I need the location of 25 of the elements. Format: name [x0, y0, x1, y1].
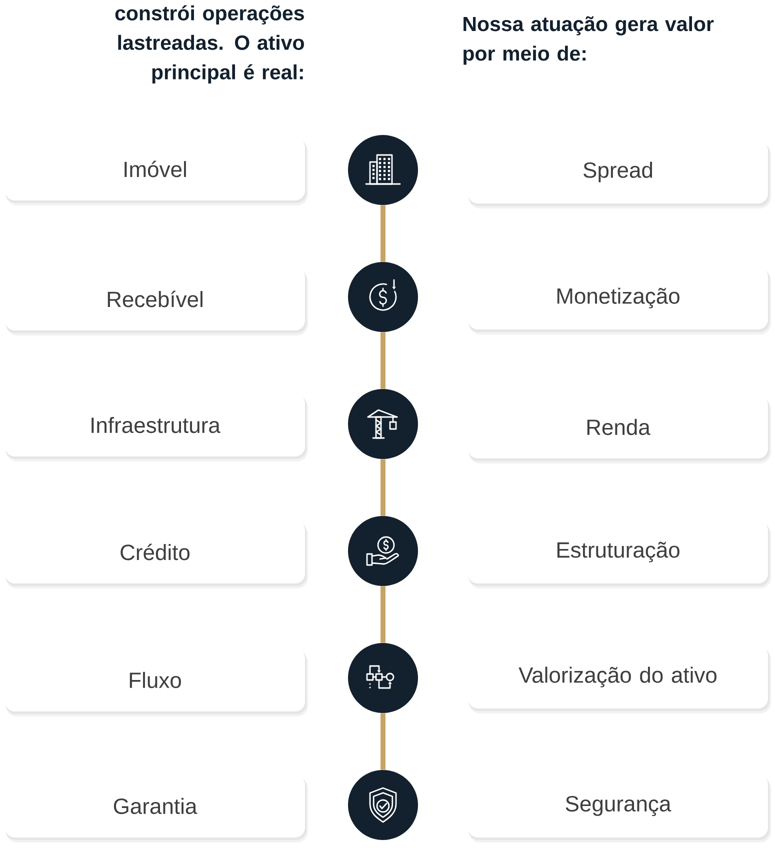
text-card: Imóvel	[5, 138, 308, 206]
icon-circle	[348, 135, 418, 205]
text-card: Valorização do ativo	[468, 646, 771, 714]
icon-circle	[348, 262, 418, 332]
heading: Nossa atuação gera valor por meio de:	[464, 16, 714, 65]
connector-line	[380, 332, 386, 389]
text-card: Segurança	[468, 774, 771, 842]
heading: constrói operações lastreadas. O ativo principal é real:	[115, 5, 304, 84]
text-card: Crédito	[5, 520, 308, 588]
text-card: Renda	[468, 396, 771, 464]
connector-line	[380, 205, 386, 262]
text-card: Infraestrutura	[5, 394, 308, 462]
icon-circle	[348, 389, 418, 459]
text-card: Spread	[468, 140, 771, 208]
connector-line	[380, 459, 386, 516]
icon-circle	[348, 643, 418, 713]
text-card: Fluxo	[5, 648, 308, 716]
connector-line	[380, 586, 386, 643]
text-card: Recebível	[5, 268, 308, 336]
text-card: Monetização	[468, 266, 771, 334]
icon-circle	[348, 516, 418, 586]
text-card: Estruturação	[468, 520, 771, 588]
text-card: Garantia	[5, 774, 308, 842]
icon-circle	[348, 770, 418, 840]
connector-line	[380, 713, 386, 770]
